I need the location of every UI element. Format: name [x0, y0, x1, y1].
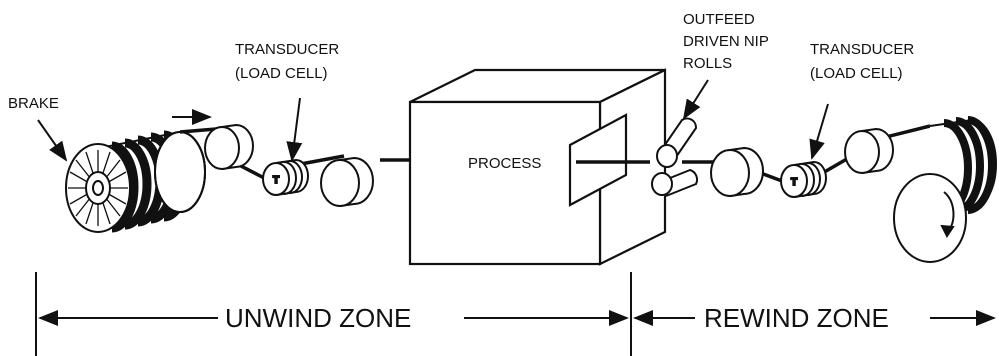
idler-roll	[844, 127, 894, 174]
outfeed-label-line3: ROLLS	[683, 55, 732, 72]
transducer-right-sublabel: (LOAD CELL)	[810, 65, 903, 82]
transducer-t-label: T	[791, 177, 797, 188]
nip-rolls	[651, 117, 699, 197]
transducer-right-callout-arrow	[809, 103, 829, 160]
outfeed-label-line2: DRIVEN NIP	[683, 33, 769, 50]
brake-label: BRAKE	[8, 95, 59, 112]
transducer-roll-right: T	[780, 160, 827, 198]
brake-unwind-roll	[65, 130, 206, 233]
transducer-left-sublabel: (LOAD CELL)	[235, 65, 328, 82]
rewind-zone-label: REWIND ZONE	[704, 303, 889, 333]
idler-roll	[710, 146, 764, 197]
process-label: PROCESS	[468, 155, 541, 172]
transducer-roll-left: T	[262, 158, 309, 196]
transducer-t-label: T	[273, 175, 279, 186]
idler-roll	[320, 156, 374, 207]
idler-roll	[204, 123, 254, 170]
unwind-zone-label: UNWIND ZONE	[225, 303, 411, 333]
rewind-roll	[893, 116, 997, 263]
process-box: PROCESS	[408, 68, 667, 266]
brake-callout-arrow	[37, 119, 68, 162]
outfeed-label-line1: OUTFEED	[683, 11, 755, 28]
transducer-left-label: TRANSDUCER	[235, 41, 339, 58]
callout-arrows	[37, 79, 829, 162]
transducer-left-callout-arrow	[286, 97, 303, 162]
zone-dimensions	[35, 272, 996, 356]
transducer-right-label: TRANSDUCER	[810, 41, 914, 58]
outfeed-callout-arrow	[682, 79, 709, 120]
